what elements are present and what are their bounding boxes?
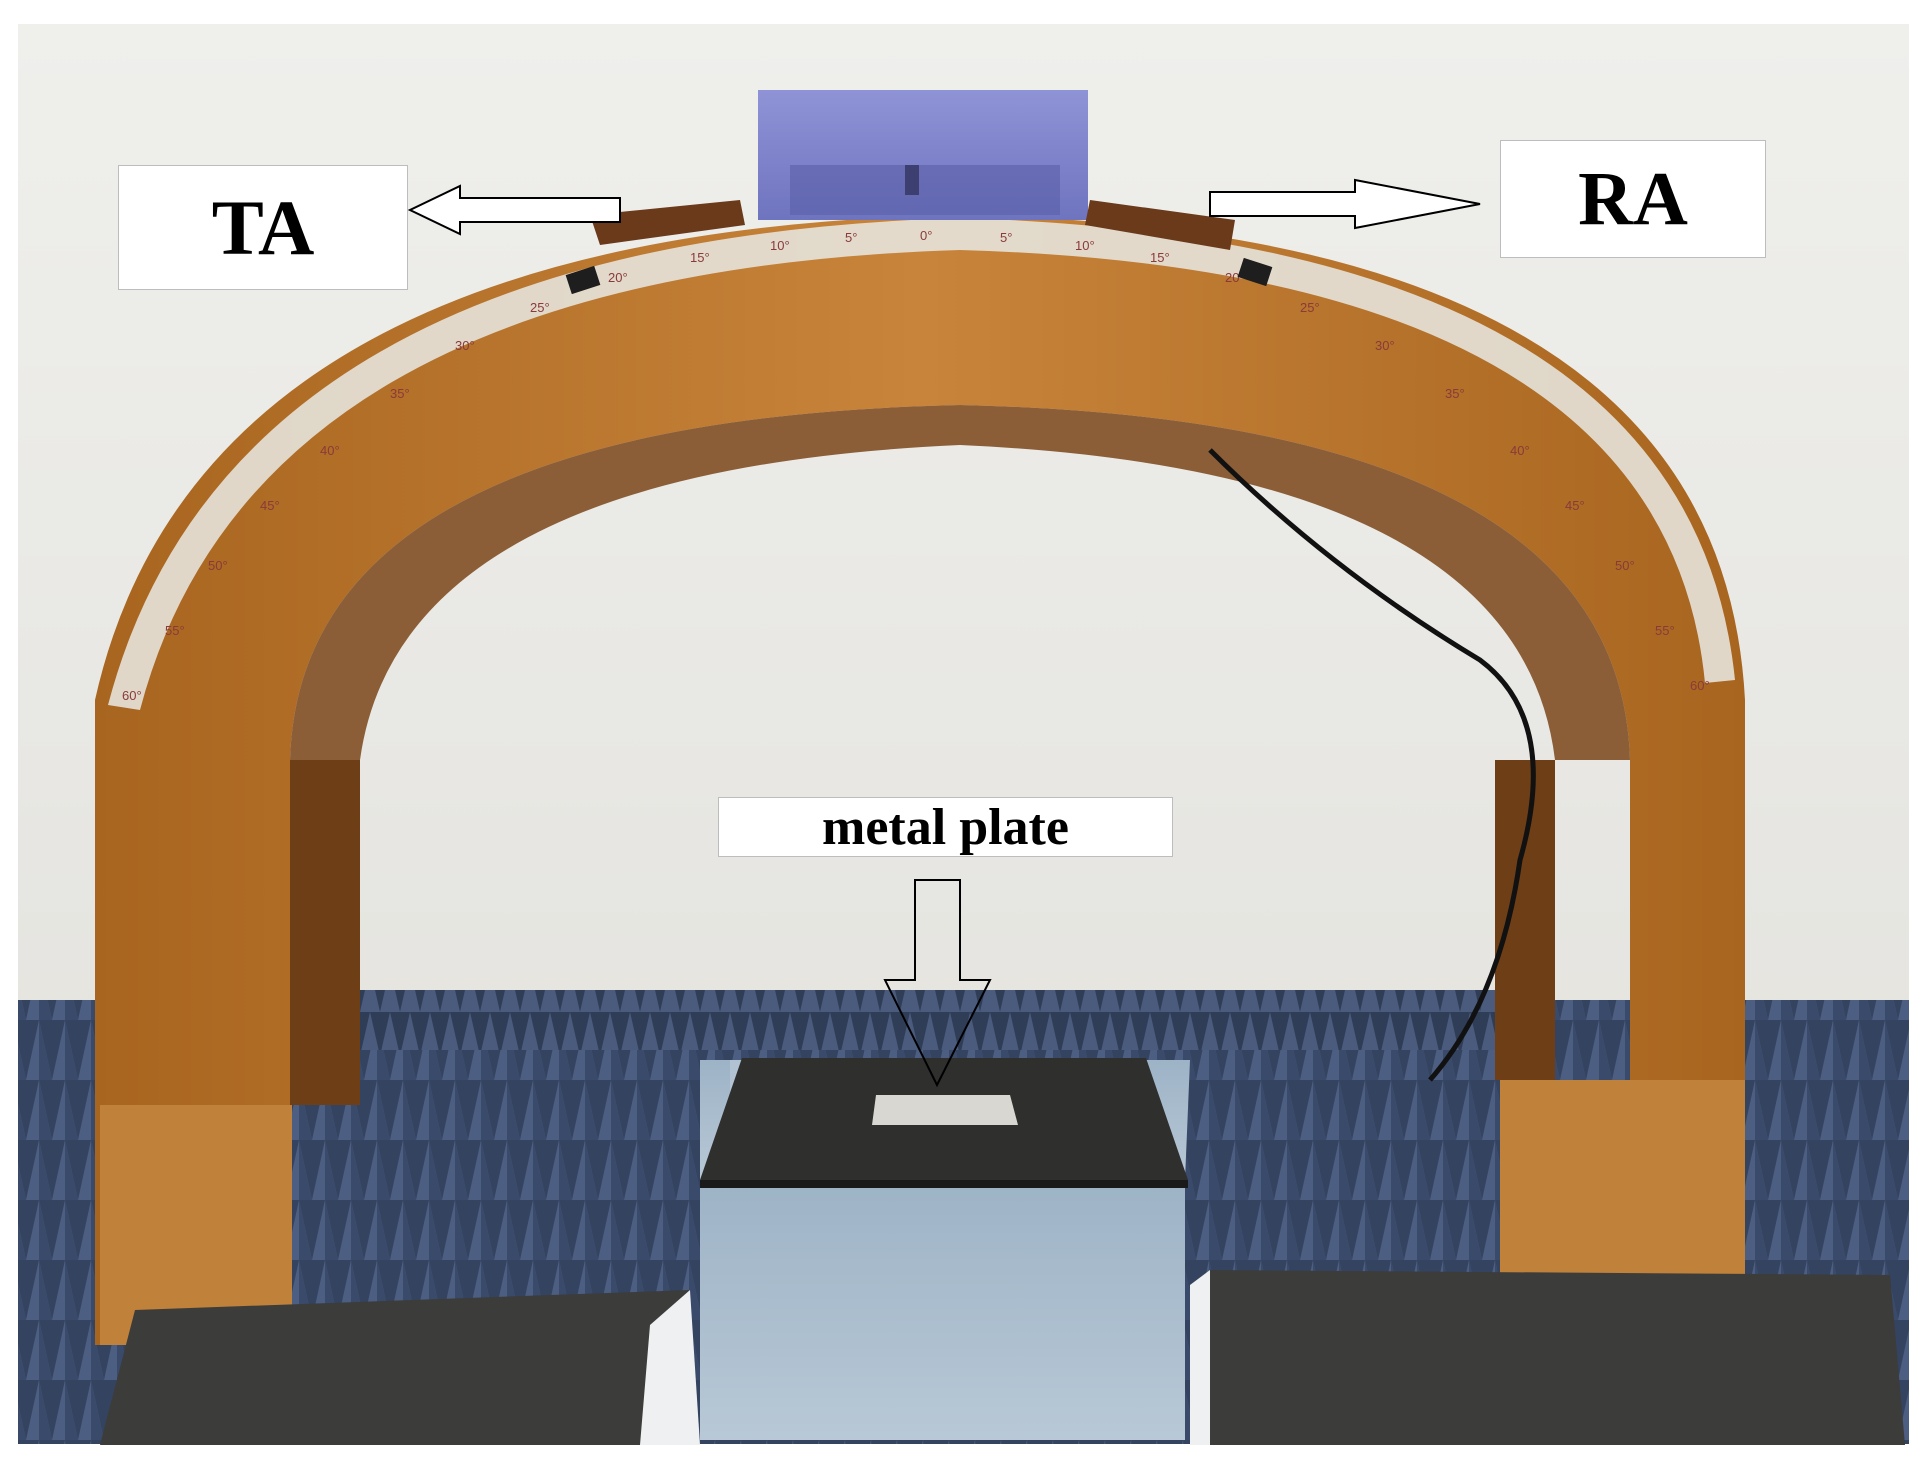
scale-mark: 60° <box>122 688 142 703</box>
absorber-back-row <box>360 990 1510 1050</box>
scale-mark: 5° <box>1000 230 1012 245</box>
scale-mark: 30° <box>1375 338 1395 353</box>
scale-mark: 15° <box>1150 250 1170 265</box>
scale-mark: 35° <box>1445 386 1465 401</box>
metal-plate-arrow <box>883 879 992 1088</box>
metal-plate <box>872 1095 1018 1125</box>
scale-mark: 5° <box>845 230 857 245</box>
scale-mark: 40° <box>1510 443 1530 458</box>
horn-antenna-box <box>758 90 1088 220</box>
scale-mark: 40° <box>320 443 340 458</box>
cable <box>1208 448 1536 1082</box>
scale-mark: 60° <box>1690 678 1710 693</box>
left-platform <box>100 1290 690 1445</box>
ta-label: TA <box>118 165 408 290</box>
right-platform <box>1210 1270 1905 1445</box>
scale-mark: 50° <box>208 558 228 573</box>
scale-mark: 10° <box>770 238 790 253</box>
scale-mark: 15° <box>690 250 710 265</box>
binder-clip-right <box>1237 257 1273 287</box>
scale-mark: 30° <box>455 338 475 353</box>
scale-mark: 55° <box>1655 623 1675 638</box>
scale-mark: 50° <box>1615 558 1635 573</box>
scale-mark: 45° <box>260 498 280 513</box>
scale-mark: 25° <box>1300 300 1320 315</box>
ra-arrow <box>1209 178 1481 230</box>
ta-arrow <box>407 184 621 236</box>
receive-antenna-mount <box>1085 200 1235 250</box>
ra-label: RA <box>1500 140 1766 258</box>
scale-mark: 0° <box>920 228 932 243</box>
scale-mark: 35° <box>390 386 410 401</box>
left-platform-edge <box>640 1290 700 1445</box>
metal-plate-label: metal plate <box>718 797 1173 857</box>
scale-mark: 45° <box>1565 498 1585 513</box>
scale-mark: 55° <box>165 623 185 638</box>
scale-mark-labels: 0° 5° 10° 15° 20° 25° 30° 35° 40° 45° 50… <box>122 228 1710 703</box>
scale-mark: 25° <box>530 300 550 315</box>
binder-clip-left <box>565 265 601 295</box>
right-platform-edge <box>1190 1270 1210 1445</box>
transmit-antenna-mount <box>590 200 745 245</box>
scale-mark: 10° <box>1075 238 1095 253</box>
scale-mark: 20° <box>608 270 628 285</box>
